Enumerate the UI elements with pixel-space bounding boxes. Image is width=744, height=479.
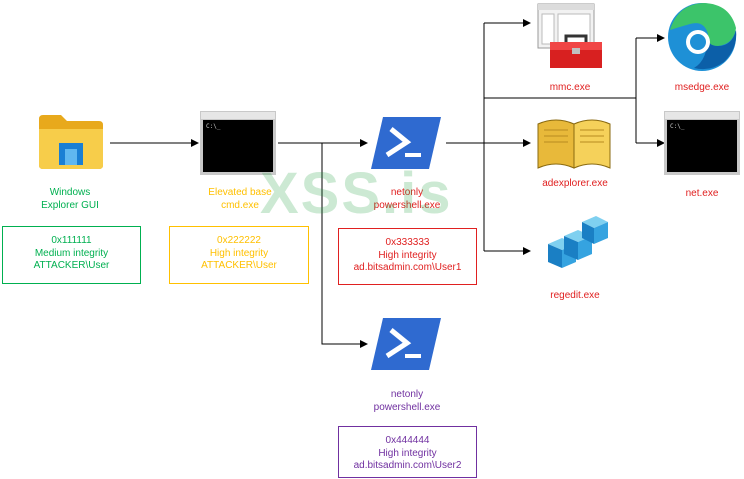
watermark: XSS.is <box>260 161 453 226</box>
folder-icon <box>37 113 105 171</box>
console-icon: C:\_ <box>200 111 276 175</box>
edge-icon <box>664 0 740 74</box>
msedge-label: msedge.exe <box>674 82 730 93</box>
console-icon: C:\_ <box>664 111 740 175</box>
net-label: net.exe <box>685 188 719 199</box>
adexplorer-label: adexplorer.exe <box>542 178 608 189</box>
registry-icon <box>544 210 612 278</box>
book-icon <box>536 114 612 170</box>
regedit-label: regedit.exe <box>550 290 600 301</box>
mmc-label: mmc.exe <box>549 82 591 93</box>
toolbox-icon <box>536 2 606 72</box>
edge-cmd-ps2 <box>321 143 368 348</box>
svg-text:C:\_: C:\_ <box>670 123 685 130</box>
powershell-icon <box>369 115 443 171</box>
svg-text:C:\_: C:\_ <box>206 123 221 130</box>
powershell-icon <box>369 316 443 372</box>
